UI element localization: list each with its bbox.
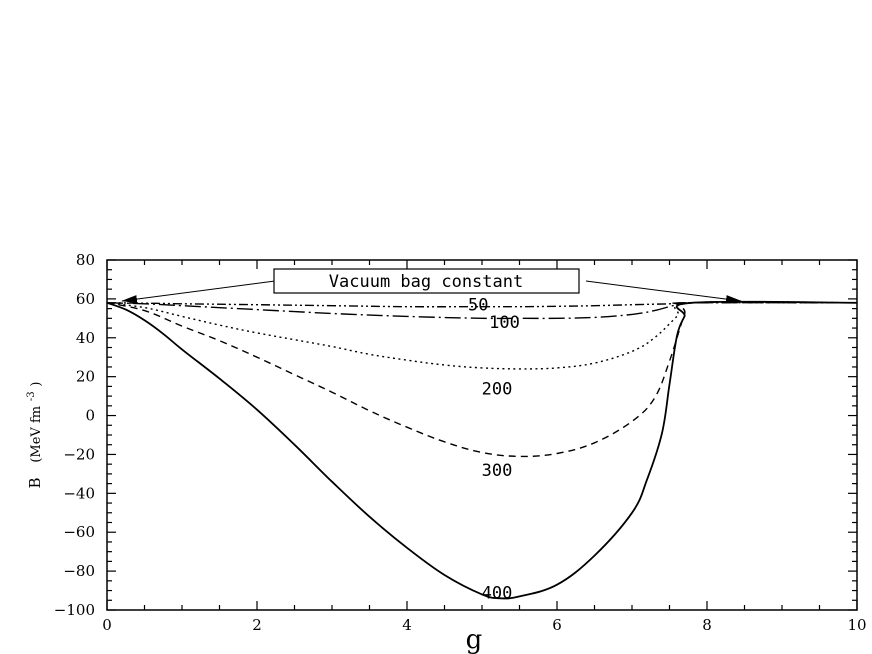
- series-line-200: [106, 300, 858, 370]
- y-axis-title: B (MeV fm -3 ): [20, 382, 44, 489]
- series-curves: [106, 300, 858, 600]
- axis-ticks: [106, 259, 858, 611]
- y-tick-labels: −100 −80 −60 −40 −20 0 20 40 60 80: [54, 251, 95, 619]
- y-tick-label: −80: [63, 562, 95, 580]
- y-axis-title-exponent: -3: [26, 391, 37, 401]
- y-tick-label: 0: [85, 407, 95, 425]
- y-tick-label: 20: [76, 368, 95, 386]
- y-axis-title-unit: (MeV fm: [29, 406, 44, 463]
- y-tick-label: −40: [63, 484, 95, 502]
- y-tick-label: −60: [63, 523, 95, 541]
- series-label-400: 400: [482, 584, 513, 604]
- y-tick-label: 80: [76, 251, 95, 269]
- annotation-arrow-right: [585, 280, 742, 304]
- series-line-100: [106, 301, 858, 320]
- series-line-50: [106, 302, 858, 308]
- x-tick-label: 6: [552, 616, 562, 634]
- svg-text:B (MeV fm -3: B (MeV fm -3 ): [20, 382, 44, 489]
- annotation-text: Vacuum bag constant: [329, 272, 523, 292]
- y-tick-label: −20: [63, 445, 95, 463]
- x-axis-title: g: [466, 625, 483, 654]
- x-tick-label: 0: [102, 616, 112, 634]
- series-line-400: [106, 300, 858, 600]
- x-tick-label: 2: [252, 616, 262, 634]
- annotation-box: [273, 268, 580, 294]
- y-axis-title-close: ): [29, 382, 44, 387]
- x-tick-label: 4: [402, 616, 412, 634]
- x-tick-labels: 0 2 4 6 8 10: [102, 616, 866, 634]
- y-tick-label: 40: [76, 329, 95, 347]
- series-label-50: 50: [468, 296, 488, 316]
- series-label-300: 300: [482, 461, 513, 481]
- x-tick-label: 8: [702, 616, 712, 634]
- series-label-200: 200: [482, 379, 513, 399]
- series-label-100: 100: [489, 313, 520, 333]
- y-tick-label: −100: [54, 601, 95, 619]
- annotation: Vacuum bag constant: [121, 268, 742, 304]
- annotation-arrow-left: [121, 280, 276, 304]
- x-tick-label: 10: [847, 616, 866, 634]
- y-tick-label: 60: [76, 290, 95, 308]
- y-axis-title-symbol: B: [26, 477, 44, 488]
